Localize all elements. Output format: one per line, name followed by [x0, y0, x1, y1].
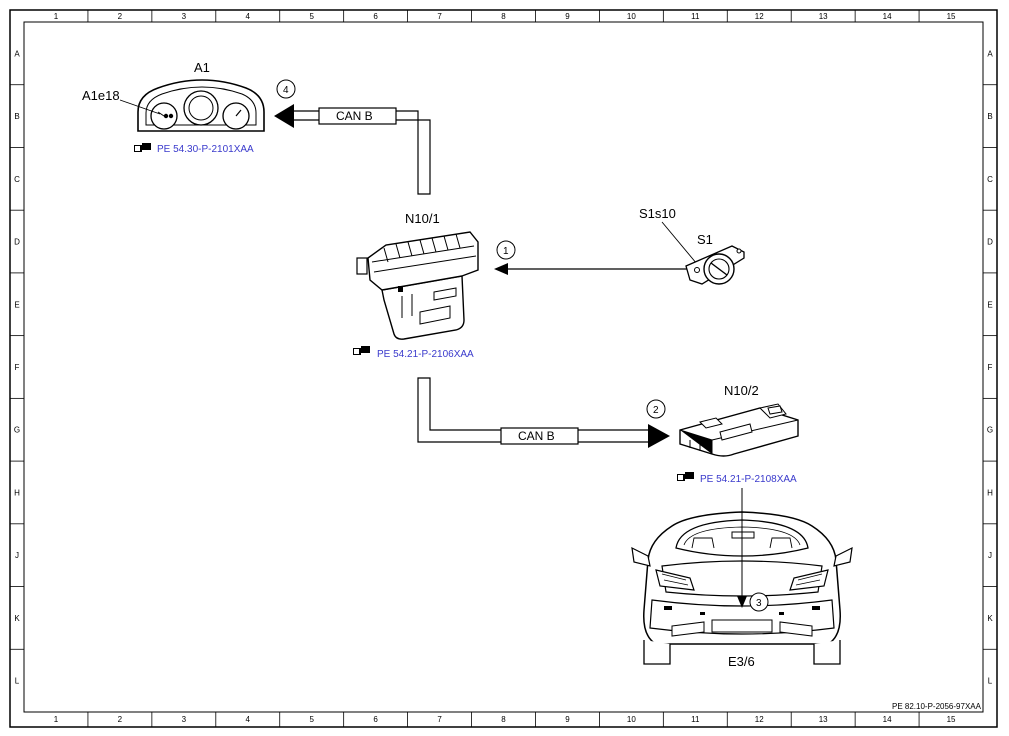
grid-column-label: 14 [883, 715, 892, 724]
can-bus-top-connection [274, 104, 431, 195]
grid-row-label: A [987, 49, 993, 58]
grid-row-label: L [988, 677, 993, 686]
label-e3-6: E3/6 [728, 654, 755, 669]
grid-row-label: C [987, 175, 993, 184]
grid-column-label: 3 [182, 12, 187, 21]
marker-4: 4 [276, 79, 296, 99]
grid-column-label: 13 [819, 715, 828, 724]
grid-column-label: 11 [691, 12, 700, 21]
grid-column-label: 14 [883, 12, 892, 21]
grid-column-label: 6 [373, 715, 378, 724]
instrument-cluster-a1[interactable] [137, 79, 265, 132]
svg-text:3: 3 [756, 598, 762, 609]
grid-column-label: 10 [627, 12, 636, 21]
label-s1s10: S1s10 [639, 206, 676, 221]
grid-row-label: G [987, 426, 993, 435]
pointing-hand-icon [353, 346, 370, 355]
grid-row-label: H [987, 488, 993, 497]
grid-column-label: 4 [246, 715, 251, 724]
grid-column-label: 5 [309, 715, 314, 724]
grid-column-label: 9 [565, 12, 570, 21]
grid-column-label: 15 [947, 715, 956, 724]
grid-row-label: E [14, 300, 19, 309]
label-a1e18: A1e18 [82, 88, 120, 103]
grid-column-label: 8 [501, 715, 506, 724]
grid-row-label: F [15, 363, 20, 372]
svg-text:4: 4 [283, 85, 289, 96]
ref-text-n10-1[interactable]: PE 54.21-P-2106XAA [377, 349, 474, 360]
grid-row-label: F [988, 363, 993, 372]
grid-column-label: 15 [947, 12, 956, 21]
can-bus-bottom-connection [417, 377, 670, 448]
svg-text:2: 2 [653, 405, 659, 416]
label-n10-1: N10/1 [405, 211, 440, 226]
grid-row-label: B [987, 112, 992, 121]
grid-row-label: K [14, 614, 20, 623]
label-a1: A1 [194, 60, 210, 75]
grid-row-label: H [14, 488, 20, 497]
grid-row-label: B [14, 112, 19, 121]
grid-row-label: A [14, 49, 20, 58]
grid-column-label: 12 [755, 12, 764, 21]
pointing-hand-icon [134, 143, 151, 152]
can-label-bottom: CAN B [518, 429, 555, 443]
light-switch-s1[interactable] [685, 245, 745, 285]
grid-row-label: E [987, 300, 992, 309]
grid-column-label: 5 [309, 12, 314, 21]
module-n10-1[interactable] [356, 231, 479, 340]
grid-row-label: D [987, 238, 993, 247]
label-s1: S1 [697, 232, 713, 247]
grid-row-label: D [14, 238, 20, 247]
grid-row-label: K [987, 614, 993, 623]
marker-3: 3 [749, 592, 769, 612]
marker-1: 1 [496, 240, 516, 260]
grid-column-label: 7 [437, 715, 442, 724]
grid-column-label: 8 [501, 12, 506, 21]
grid-column-label: 6 [373, 12, 378, 21]
grid-column-label: 2 [118, 715, 123, 724]
label-n10-2: N10/2 [724, 383, 759, 398]
module-n10-2[interactable] [679, 403, 799, 457]
grid-column-label: 10 [627, 715, 636, 724]
grid-column-label: 3 [182, 715, 187, 724]
pointing-hand-icon [677, 472, 694, 481]
grid-column-label: 2 [118, 12, 123, 21]
grid-column-label: 1 [54, 715, 59, 724]
grid-row-label: L [15, 677, 20, 686]
grid-row-label: J [988, 551, 992, 560]
grid-column-label: 1 [54, 12, 59, 21]
can-label-top: CAN B [336, 109, 373, 123]
document-id: PE 82.10-P-2056-97XAA [892, 702, 982, 711]
ref-link-n10-1[interactable]: PE 54.21-P-2106XAA [353, 346, 474, 360]
grid-column-label: 11 [691, 715, 700, 724]
ref-text-a1[interactable]: PE 54.30-P-2101XAA [157, 144, 254, 155]
grid-row-label: J [15, 551, 19, 560]
drawing-frame: 1122334455667788991010111112121313141415… [9, 9, 998, 728]
grid-column-label: 13 [819, 12, 828, 21]
ref-link-a1[interactable]: PE 54.30-P-2101XAA [134, 143, 254, 155]
ref-link-n10-2[interactable]: PE 54.21-P-2108XAA [677, 472, 797, 485]
grid-row-label: C [14, 175, 20, 184]
grid-column-label: 9 [565, 715, 570, 724]
marker-2: 2 [646, 399, 666, 419]
signal-line-s1 [494, 263, 688, 275]
grid-row-label: G [14, 426, 20, 435]
grid-column-label: 4 [246, 12, 251, 21]
grid-column-label: 12 [755, 715, 764, 724]
svg-text:1: 1 [503, 246, 509, 257]
ref-text-n10-2[interactable]: PE 54.21-P-2108XAA [700, 474, 797, 485]
grid-column-label: 7 [437, 12, 442, 21]
